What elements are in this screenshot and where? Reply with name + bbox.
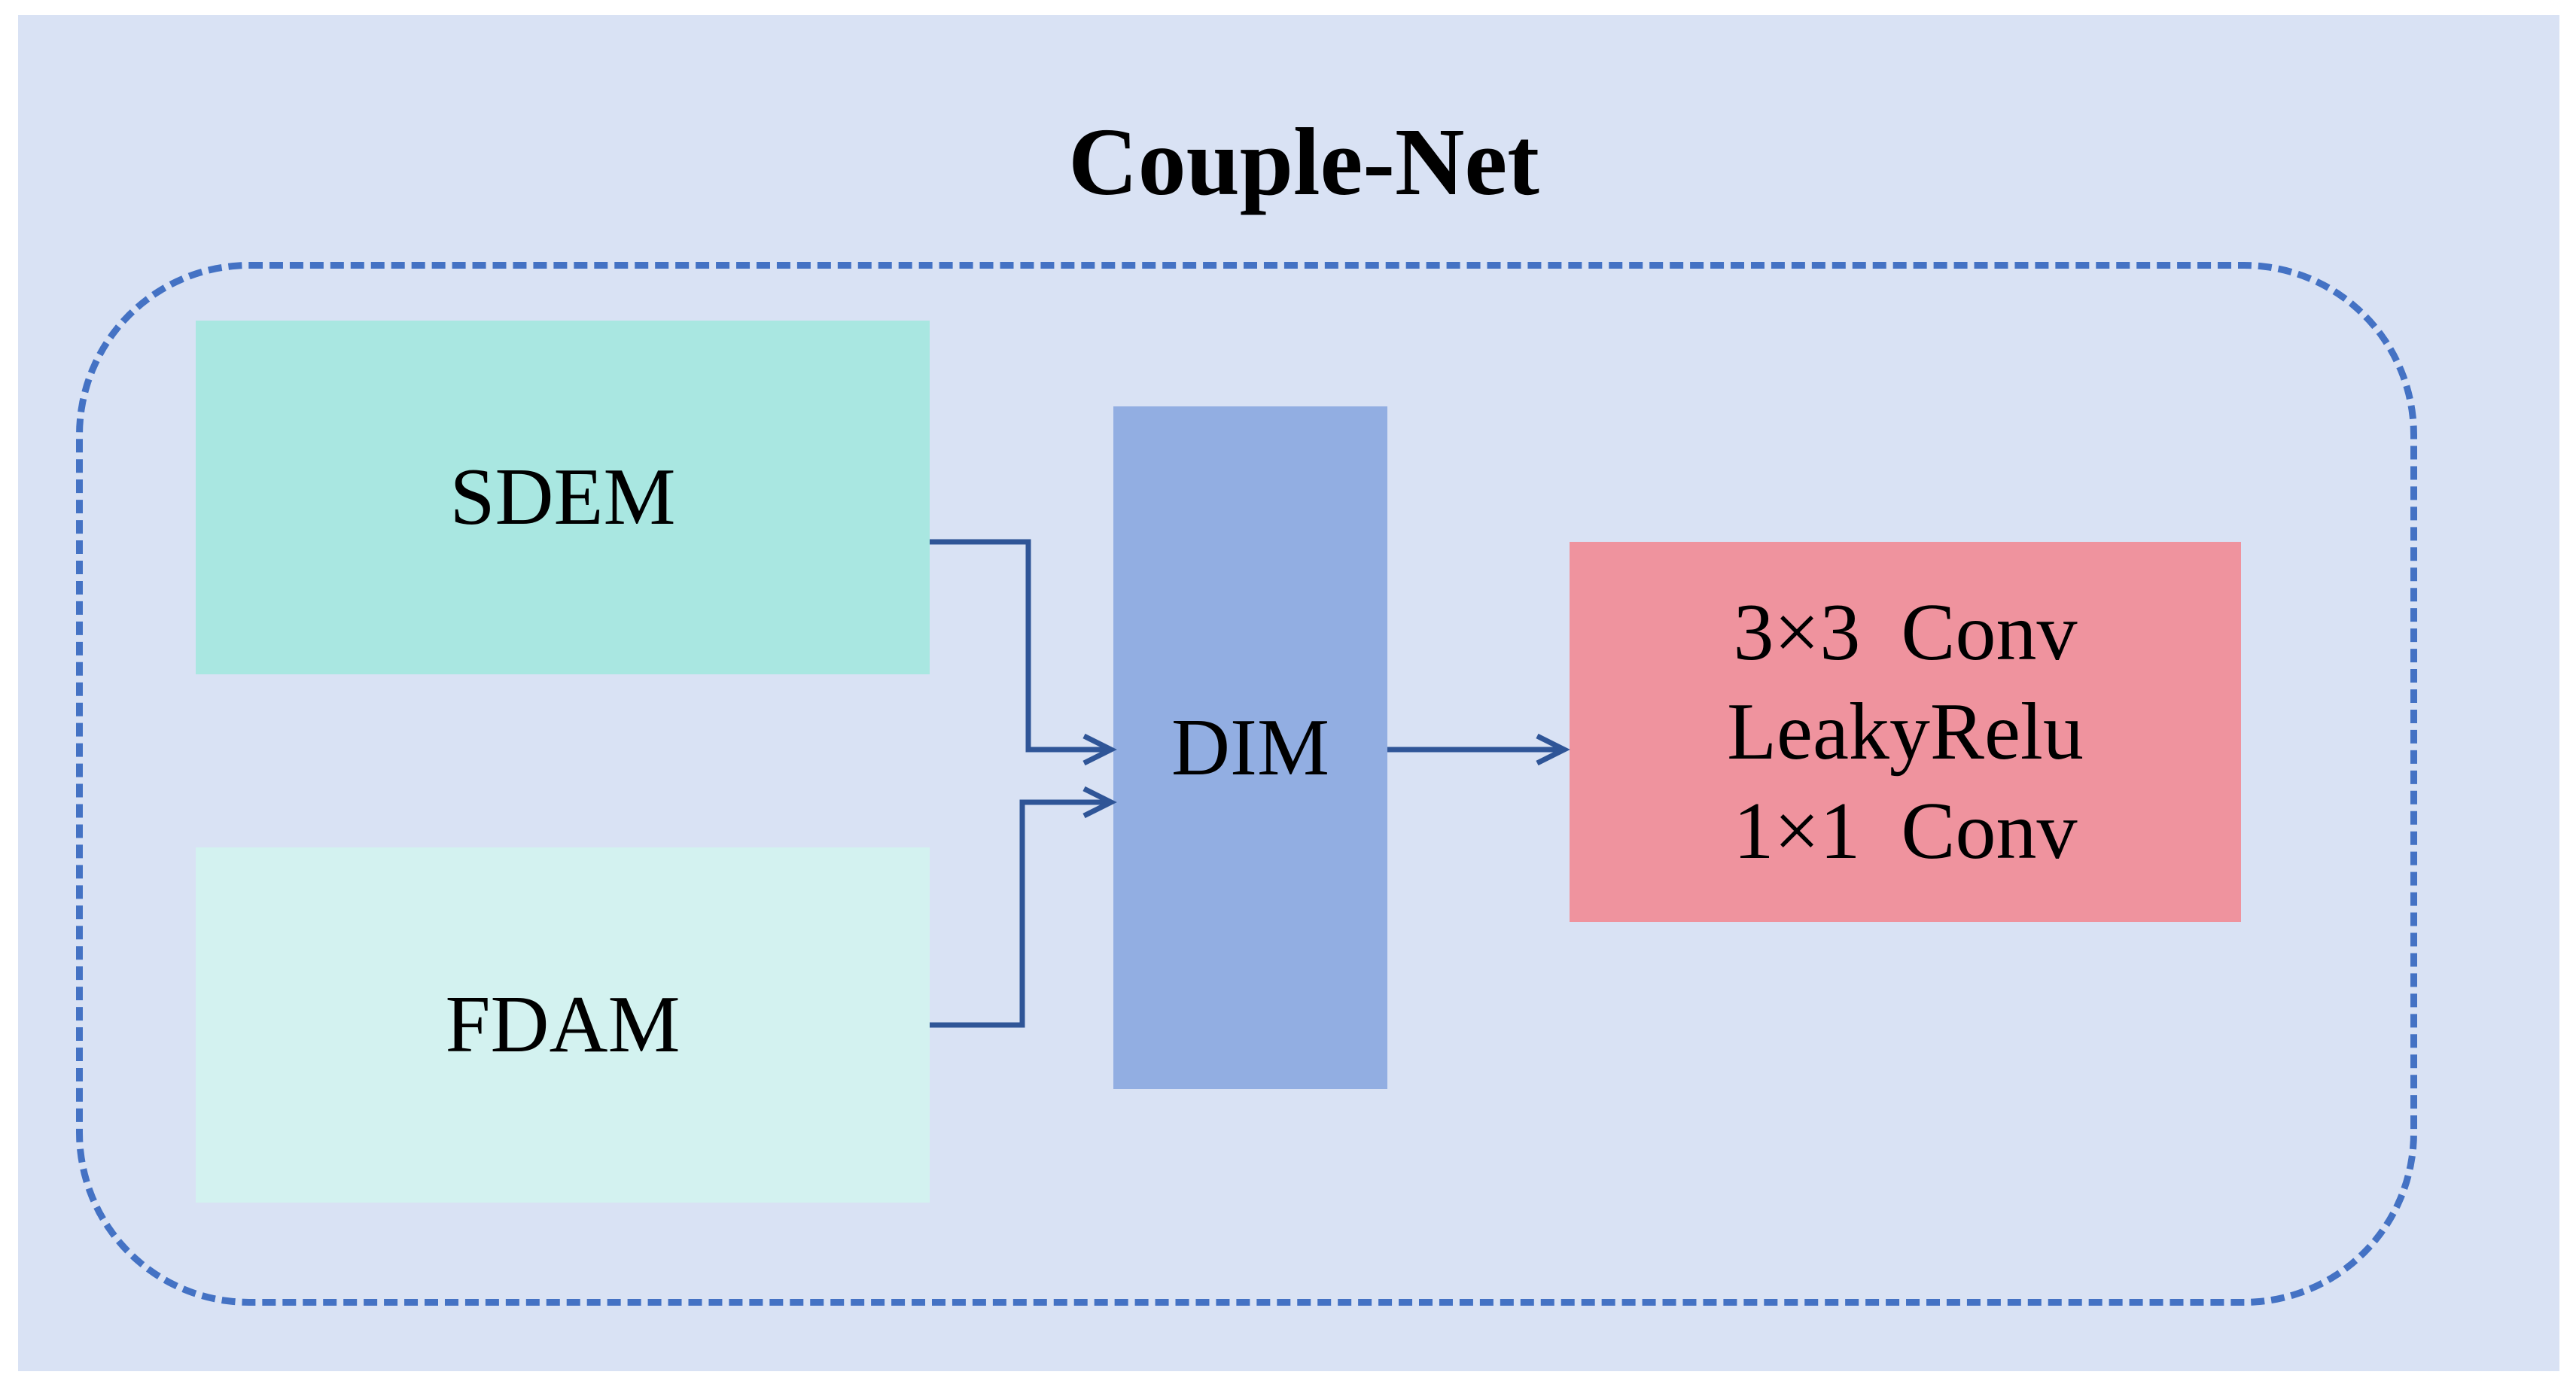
sdem-label: SDEM [449, 452, 676, 542]
conv-head-line-1: 3×3 Conv [1733, 587, 2078, 677]
fdam-block: FDAM [196, 847, 930, 1203]
dim-to-head-arrowhead [1536, 733, 1570, 766]
diagram-title: Couple-Net [1068, 108, 1539, 215]
dim-block: DIM [1113, 406, 1387, 1089]
couple-net-dashed-frame [76, 262, 2417, 1306]
sdem-to-dim-connector [930, 539, 1108, 753]
conv-head-line-3: 1×1 Conv [1733, 786, 2078, 876]
fdam-to-dim-arrowhead [1082, 786, 1117, 819]
conv-head-line-2: LeakyRelu [1727, 686, 2084, 777]
dim-label: DIM [1171, 702, 1329, 792]
fdam-to-dim-connector [930, 799, 1108, 1028]
sdem-block: SDEM [196, 321, 930, 674]
sdem-to-dim-arrowhead [1082, 733, 1117, 766]
fdam-label: FDAM [445, 980, 681, 1069]
conv-head-block: 3×3 Conv LeakyRelu 1×1 Conv [1570, 542, 2241, 922]
